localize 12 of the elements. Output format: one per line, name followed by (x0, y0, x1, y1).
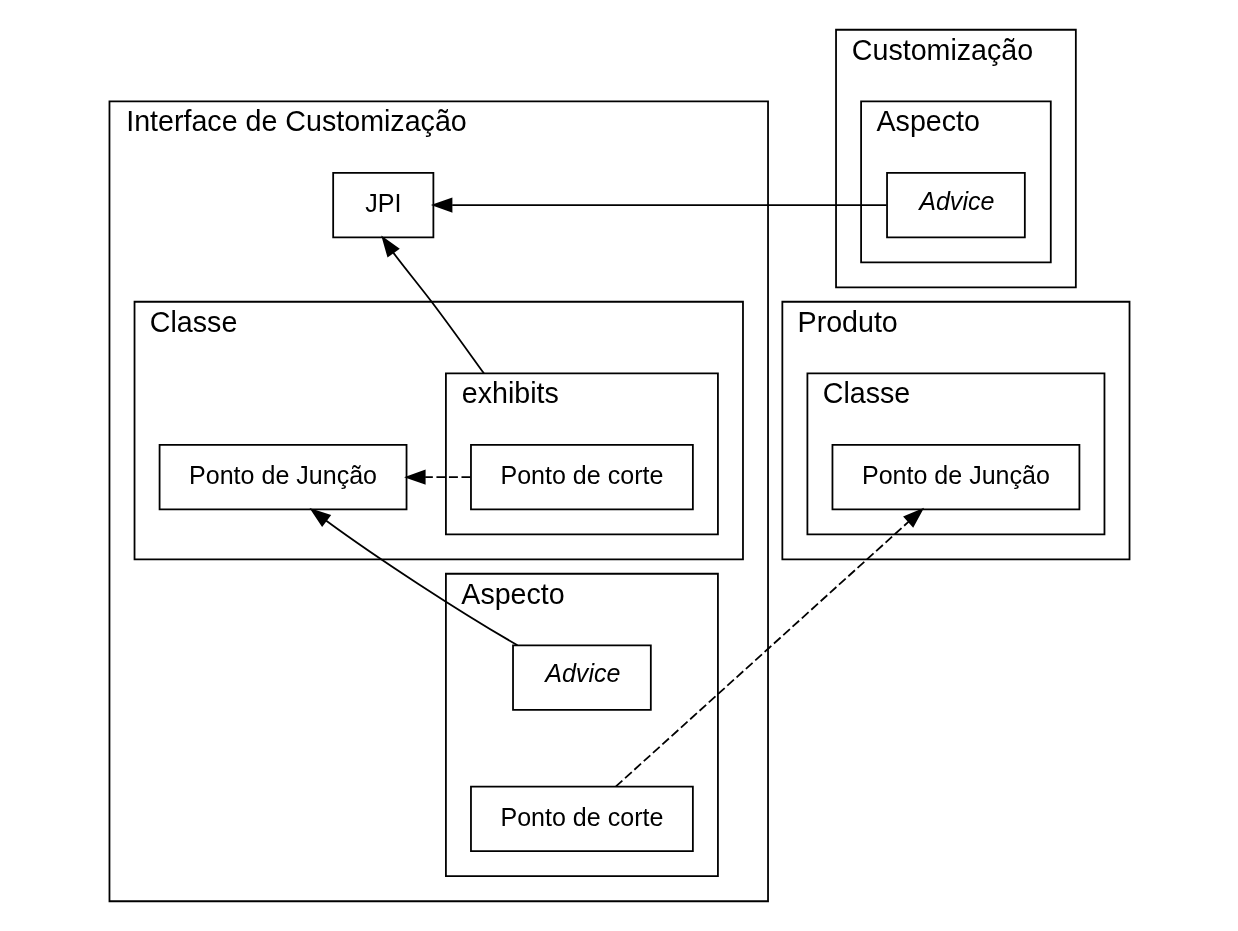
node-box: Ponto de Junção (831, 444, 1080, 511)
node-box: Advice (885, 172, 1026, 239)
node-box: Ponto de Junção (158, 444, 407, 511)
node-box: Ponto de corte (469, 785, 694, 853)
arrow (430, 197, 887, 213)
arrow (380, 235, 485, 375)
node-box: Ponto de corte (469, 444, 694, 511)
node-box: Advice (511, 644, 652, 711)
node-box: JPI (331, 172, 434, 239)
arrow (308, 508, 518, 647)
arrow (614, 507, 924, 788)
arrow (403, 469, 471, 485)
